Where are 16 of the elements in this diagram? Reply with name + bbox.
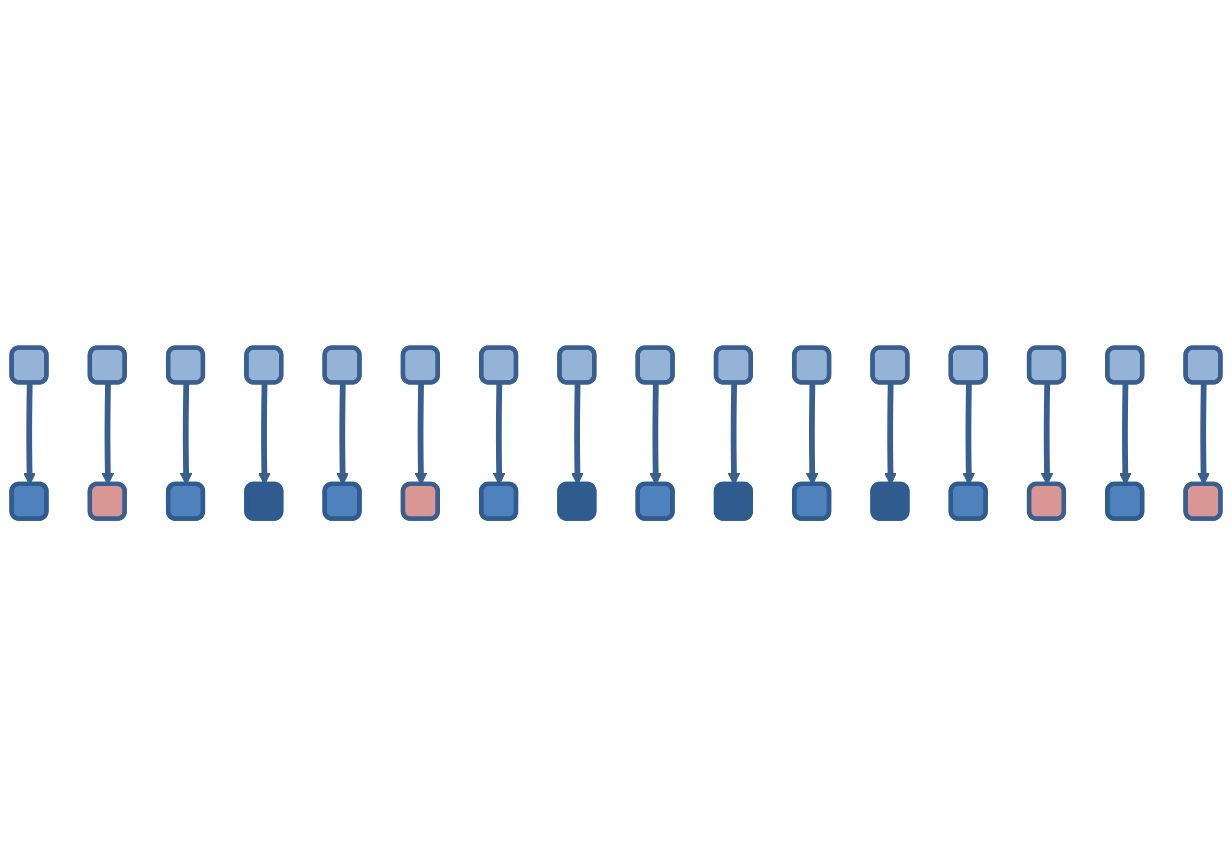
arrow [805,383,819,486]
arrow [101,383,115,486]
arrow [884,383,897,486]
arrow [23,383,36,486]
arrow [336,383,349,486]
arrow [649,383,663,486]
arrow [1197,383,1210,486]
arrow [727,383,741,486]
arrow [258,383,271,486]
arrow [962,383,976,486]
arrow [1118,383,1132,486]
arrow [179,383,193,486]
arrow [571,383,584,486]
arrow [1040,383,1054,486]
arrow [414,383,428,486]
arrow [492,383,506,486]
